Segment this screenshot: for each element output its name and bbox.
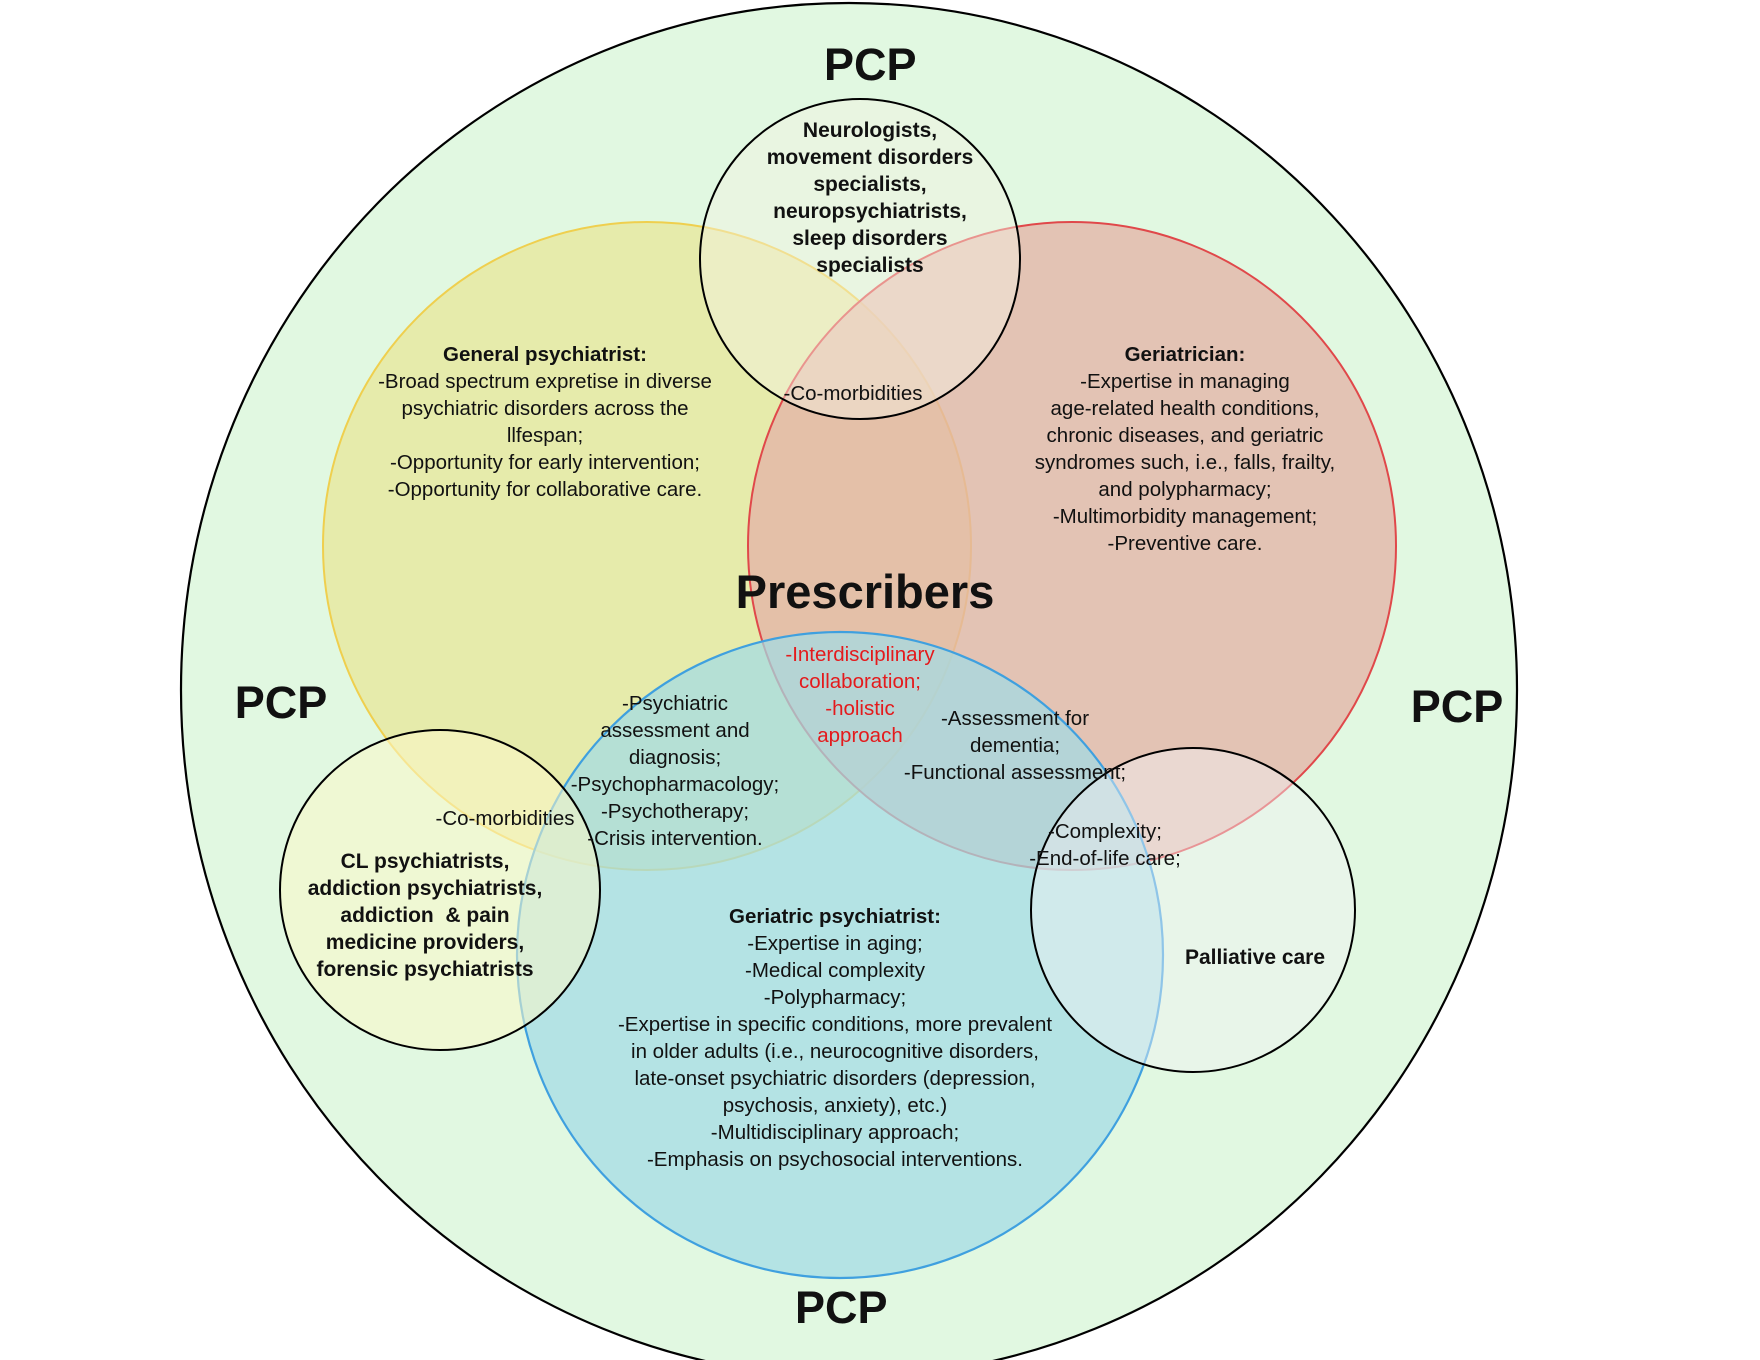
neurology-line: specialists [816, 254, 924, 277]
geriatrician-line: -Preventive care. [1107, 532, 1263, 555]
palliative-care-label: Palliative care [1184, 946, 1326, 969]
geriatrician-line: -Multimorbidity management; [1052, 505, 1318, 528]
cl-group-line: addiction psychiatrists, [307, 877, 543, 900]
cl-group-line: forensic psychiatrists [316, 958, 534, 981]
geri-overlap-line: dementia; [969, 734, 1061, 757]
geriatric-psychiatrist-line: psychosis, anxiety), etc.) [722, 1094, 948, 1117]
geriatrician-line: syndromes such, i.e., falls, frailty, [1034, 451, 1336, 474]
pcp-label-left: PCP [234, 677, 328, 728]
general-psychiatrist-line: -Opportunity for collaborative care. [387, 478, 703, 501]
geriatric-psychiatrist-line: -Expertise in aging; [747, 932, 923, 955]
neurology-line: movement disorders [766, 146, 974, 169]
cl-group-line: medicine providers, [325, 931, 525, 954]
general-psychiatrist-heading: General psychiatrist: [443, 343, 647, 366]
geriatric-psychiatrist-line: -Multidisciplinary approach; [710, 1121, 960, 1144]
geri-overlap-text: -Assessment for dementia; -Functional as… [885, 705, 1145, 786]
general-psychiatrist-line: psychiatric disorders across the [401, 397, 689, 420]
psych-overlap-text: -Psychiatric assessment and diagnosis; -… [560, 690, 790, 852]
palliative-care-circle [1030, 747, 1356, 1073]
left-comorbidities-text: -Co-morbidities [435, 807, 575, 830]
neurology-group-text: Neurologists, movement disorders special… [730, 117, 1010, 279]
geriatric-psychiatrist-line: -Expertise in specific conditions, more … [617, 1013, 1053, 1036]
palliative-overlap-line: -Complexity; [1048, 820, 1162, 843]
geriatrician-line: chronic diseases, and geriatric [1046, 424, 1324, 447]
psych-overlap-line: -Psychotherapy; [600, 800, 750, 823]
geri-overlap-line: -Assessment for [940, 707, 1090, 730]
center-overlap-line: -Interdisciplinary [785, 643, 935, 666]
general-psychiatrist-text: General psychiatrist: -Broad spectrum ex… [345, 341, 745, 503]
pcp-label-top: PCP [824, 39, 917, 90]
psych-overlap-line: -Crisis intervention. [587, 827, 763, 850]
geriatric-psychiatrist-text: Geriatric psychiatrist: -Expertise in ag… [565, 903, 1105, 1173]
geriatric-psychiatrist-line: late-onset psychiatric disorders (depres… [634, 1067, 1036, 1090]
center-overlap-line: approach [817, 724, 903, 747]
geriatric-psychiatrist-heading: Geriatric psychiatrist: [729, 905, 941, 928]
geriatric-psychiatrist-line: in older adults (i.e., neurocognitive di… [631, 1040, 1039, 1063]
palliative-overlap-line: -End-of-life care; [1029, 847, 1181, 870]
general-psychiatrist-line: -Broad spectrum expretise in diverse [378, 370, 712, 393]
geriatrician-line: age-related health conditions, [1050, 397, 1320, 420]
psych-overlap-line: -Psychiatric [622, 692, 728, 715]
general-psychiatrist-line: -Opportunity for early intervention; [390, 451, 700, 474]
geriatrician-text: Geriatrician: -Expertise in managing age… [1000, 341, 1370, 557]
center-overlap-text: -Interdisciplinary collaboration; -holis… [760, 641, 960, 749]
cl-group-line: CL psychiatrists, [340, 850, 510, 873]
cl-group-text: CL psychiatrists, addiction psychiatrist… [290, 848, 560, 983]
geriatrician-heading: Geriatrician: [1124, 343, 1246, 366]
pcp-label-bottom: PCP [795, 1282, 888, 1333]
geriatric-psychiatrist-line: -Medical complexity [745, 959, 925, 982]
psych-overlap-line: -Psychopharmacology; [570, 773, 780, 796]
pcp-label-right: PCP [1410, 681, 1504, 732]
top-comorbidities-text: -Co-morbidities [783, 382, 923, 405]
neurology-circle [699, 98, 1021, 420]
geriatrician-line: and polypharmacy; [1098, 478, 1272, 501]
geri-overlap-line: -Functional assessment; [903, 761, 1127, 784]
center-title: Prescribers [735, 565, 995, 618]
general-psychiatrist-line: llfespan; [506, 424, 584, 447]
neurology-line: Neurologists, [802, 119, 938, 142]
psych-overlap-line: assessment and [600, 719, 750, 742]
geriatric-psychiatrist-line: -Emphasis on psychosocial interventions. [646, 1148, 1024, 1171]
cl-group-line: addiction & pain [340, 904, 510, 927]
psych-overlap-line: diagnosis; [628, 746, 722, 769]
center-overlap-line: collaboration; [799, 670, 921, 693]
center-overlap-line: -holistic [825, 697, 895, 720]
cl-psychiatry-circle [279, 729, 601, 1051]
neurology-line: neuropsychiatrists, [773, 200, 967, 223]
geriatric-psychiatrist-line: -Polypharmacy; [763, 986, 907, 1009]
geriatrician-line: -Expertise in managing [1080, 370, 1290, 393]
neurology-line: sleep disorders [792, 227, 948, 250]
palliative-overlap-text: -Complexity; -End-of-life care; [1010, 818, 1200, 872]
neurology-line: specialists, [813, 173, 927, 196]
